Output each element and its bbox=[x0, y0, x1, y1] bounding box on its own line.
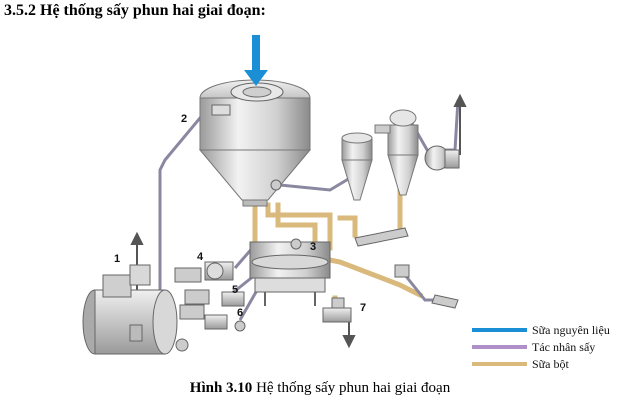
fan-4 bbox=[174, 261, 234, 283]
legend-label-powder: Sữa bột bbox=[532, 357, 570, 371]
section-heading: 3.5.2 Hệ thống sấy phun hai giai đoạn: bbox=[4, 2, 266, 19]
label-1: 1 bbox=[114, 253, 120, 265]
sifter bbox=[322, 297, 352, 323]
conveyor-right bbox=[354, 227, 459, 309]
legend: Sữa nguyên liệu Tác nhân sấy Sữa bột bbox=[472, 323, 610, 371]
caption-label: Hình 3.10 bbox=[189, 380, 253, 396]
label-2: 2 bbox=[181, 113, 187, 125]
fan-6 bbox=[179, 304, 246, 332]
caption-text: Hệ thống sấy phun hai giai đoạn bbox=[252, 380, 451, 396]
label-6: 6 bbox=[237, 307, 243, 319]
label-7: 7 bbox=[360, 302, 366, 314]
powder-lines bbox=[252, 187, 424, 318]
fluid-bed bbox=[249, 238, 331, 306]
label-3: 3 bbox=[310, 241, 316, 253]
label-5: 5 bbox=[232, 284, 238, 296]
legend-label-air: Tác nhân sấy bbox=[532, 340, 595, 354]
milk-feed-arrow bbox=[244, 35, 268, 86]
figure-caption: Hình 3.10 Hệ thống sấy phun hai giai đoạ… bbox=[0, 380, 640, 397]
air-heater bbox=[82, 264, 189, 355]
legend-label-milk: Sữa nguyên liệu bbox=[532, 323, 610, 337]
label-4: 4 bbox=[197, 251, 204, 263]
cyclones bbox=[341, 109, 419, 201]
drying-chamber bbox=[198, 79, 312, 207]
exhaust-fan bbox=[424, 145, 460, 171]
fan-5 bbox=[184, 289, 245, 307]
